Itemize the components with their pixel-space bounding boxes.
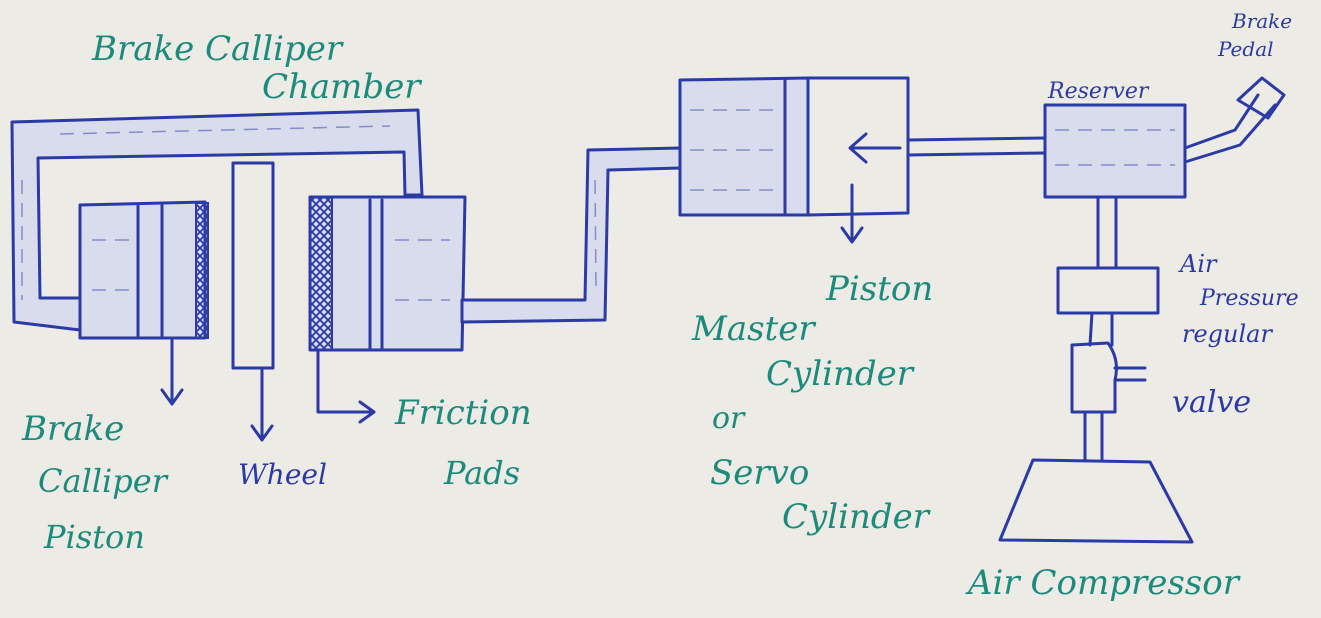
piston-pointer-arrow [840,183,864,244]
piston-label: Piston [825,269,933,309]
caliper-piston-label-2: Calliper [38,462,169,500]
friction-pads-label: Friction [394,393,532,433]
friction-pad [309,196,333,351]
or-label: or [712,401,746,436]
caliper-piston-pointer-arrow [160,338,184,406]
brake-fluid-line [460,146,682,324]
friction-pads-label-2: Pads [443,454,520,492]
air-compressor [998,458,1194,544]
reservoir-label: Reserver [1047,79,1150,104]
caliper-piston-label-3: Piston [43,518,145,556]
air-pressure-regulator-label-2: Pressure [1199,286,1299,311]
wheel [231,161,275,370]
brake-caliper-chamber-label-2: Chamber [262,67,422,107]
friction-pad-assembly [308,195,467,352]
brake-caliper-piston [78,200,207,340]
master-cylinder-chamber [806,76,910,217]
caliper-hydraulic-line [10,108,424,332]
air-compressor-label: Air Compressor [965,563,1241,603]
air-pressure-regulator-label: Air [1178,250,1218,278]
brake-caliper-chamber-label: Brake Calliper [91,29,344,69]
brake-pedal [1236,76,1286,120]
wheel-pointer-arrow [250,368,274,442]
master-cylinder-label: Master [691,309,816,349]
valve-label: valve [1172,385,1251,420]
master-cylinder [678,76,810,217]
reservoir [1043,103,1187,199]
brake-pedal-label-2: Pedal [1217,37,1274,61]
air-pressure-regulator-label-3: regular [1182,320,1273,348]
servo-cylinder-label-2: Cylinder [782,497,931,537]
wheel-label: Wheel [238,458,327,491]
friction-pads-pointer-arrow [316,350,376,424]
caliper-piston-label: Brake [21,409,124,449]
master-cylinder-label-2: Cylinder [766,354,915,394]
brake-pedal-label: Brake [1231,9,1292,33]
brake-pedal-arm [1183,93,1277,164]
servo-cylinder-label: Servo [710,453,809,493]
valve [1070,341,1118,414]
caliper-piston-pad [195,202,209,339]
push-arrow [848,132,902,164]
air-pressure-regulator [1056,266,1160,315]
